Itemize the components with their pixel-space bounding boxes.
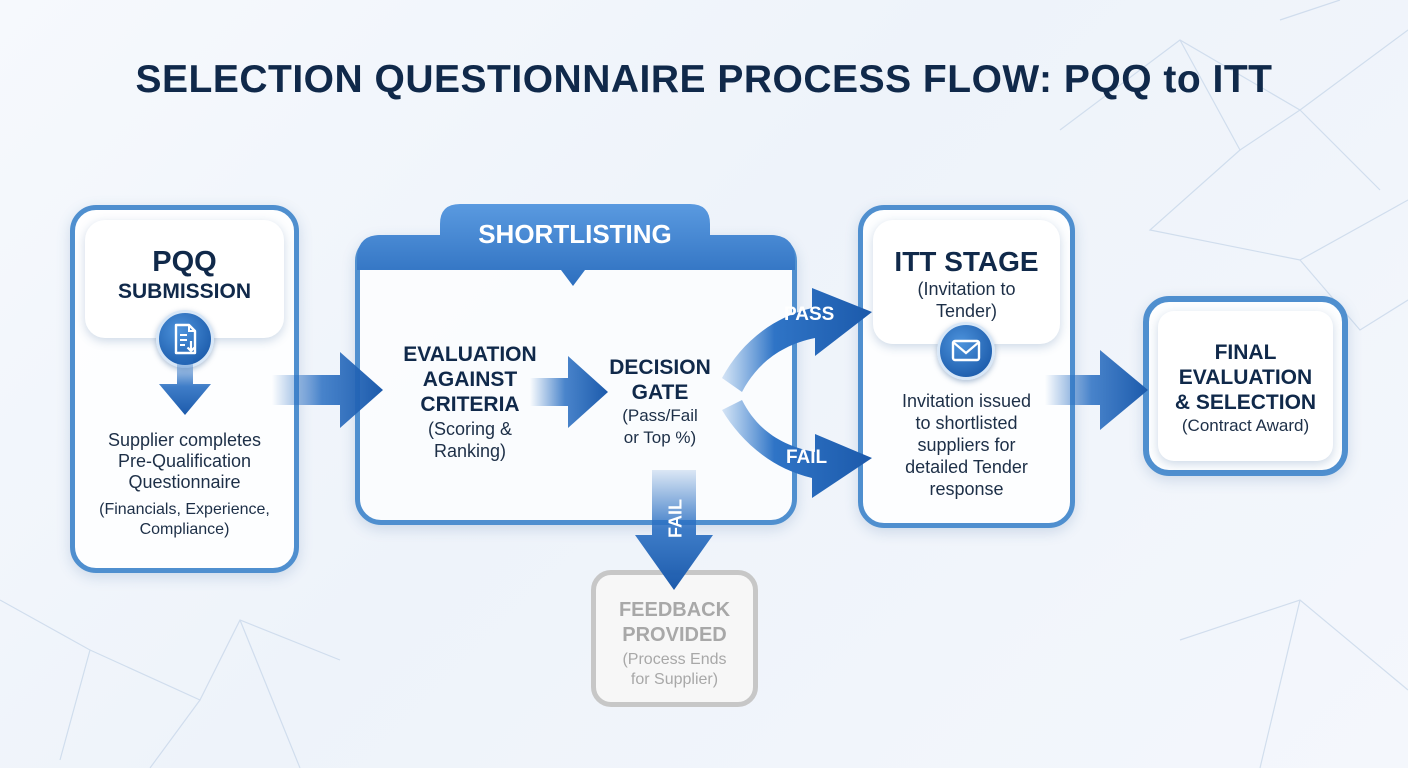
feedback-frame — [591, 570, 758, 707]
decision-gate-note: (Pass/Fail or Top %) — [600, 405, 720, 449]
feedback-line1: FEEDBACK — [618, 599, 731, 621]
feedback-note: (Process Ends for Supplier) — [591, 650, 758, 690]
evaluation-line2: AGAINST — [422, 368, 518, 391]
pqq-desc-line3: Questionnaire — [128, 472, 241, 492]
decision-note-line2: or Top %) — [623, 428, 697, 447]
evaluation-note-line1: (Scoring & — [427, 419, 513, 439]
feedback-line2: PROVIDED — [622, 624, 727, 646]
itt-desc-line4: detailed Tender — [905, 457, 1028, 477]
feedback-note-line1: (Process Ends — [622, 651, 727, 668]
arrow-fail-branch — [722, 400, 872, 498]
pqq-title-line2: SUBMISSION — [117, 280, 251, 303]
final-line2: EVALUATION — [1178, 366, 1313, 389]
arrow-itt-to-final — [1045, 350, 1148, 430]
pqq-note-line2: Compliance) — [139, 521, 230, 538]
decision-line1: DECISION — [609, 356, 711, 379]
evaluation-note: (Scoring & Ranking) — [380, 418, 560, 462]
pqq-down-arrow — [159, 358, 211, 415]
itt-title: ITT STAGE — [894, 246, 1039, 277]
feedback-heading: FEEDBACK PROVIDED — [591, 598, 758, 648]
pqq-description: Supplier completes Pre-Qualification Que… — [75, 430, 294, 493]
itt-desc-line2: to shortlisted — [915, 413, 1018, 433]
fail-down-label: FAIL — [665, 499, 686, 538]
itt-desc-line5: response — [929, 479, 1004, 499]
document-download-icon — [156, 310, 214, 368]
shortlisting-tab-label: SHORTLISTING — [478, 219, 672, 249]
final-line3: & SELECTION — [1174, 391, 1317, 414]
arrow-pass-branch — [722, 288, 872, 392]
pqq-note-line1: (Financials, Experience, — [99, 501, 270, 518]
decision-note-line1: (Pass/Fail — [622, 406, 698, 425]
pqq-desc-line1: Supplier completes — [107, 430, 262, 450]
itt-description: Invitation issued to shortlisted supplie… — [863, 390, 1070, 500]
evaluation-note-line2: Ranking) — [433, 441, 507, 461]
final-evaluation-frame: FINAL EVALUATION & SELECTION (Contract A… — [1143, 296, 1348, 476]
evaluation-line1: EVALUATION — [403, 343, 537, 366]
itt-desc-line1: Invitation issued — [901, 391, 1032, 411]
final-evaluation-card: FINAL EVALUATION & SELECTION (Contract A… — [1158, 311, 1333, 461]
itt-sub-line2: Tender) — [935, 301, 998, 321]
evaluation-line3: CRITERIA — [420, 393, 520, 416]
feedback-note-line2: for Supplier) — [630, 671, 719, 688]
pqq-title-line1: PQQ — [152, 246, 217, 278]
fail-branch-label: FAIL — [786, 447, 828, 468]
pqq-desc-line2: Pre-Qualification — [117, 451, 252, 471]
pass-label: PASS — [784, 304, 835, 325]
final-note: (Contract Award) — [1181, 416, 1310, 435]
pqq-note: (Financials, Experience, Compliance) — [75, 500, 294, 540]
final-line1: FINAL — [1214, 341, 1277, 364]
envelope-icon — [937, 322, 995, 380]
arrow-pqq-to-shortlisting — [272, 352, 383, 428]
decision-line2: GATE — [631, 381, 689, 404]
itt-desc-line3: suppliers for — [917, 435, 1016, 455]
evaluation-heading: EVALUATION AGAINST CRITERIA — [380, 342, 560, 417]
arrow-fail-down — [635, 470, 713, 590]
itt-sub-line1: (Invitation to — [917, 279, 1016, 299]
arrow-evaluation-to-decision — [530, 356, 608, 428]
page-title: SELECTION QUESTIONNAIRE PROCESS FLOW: PQ… — [135, 58, 1273, 101]
decision-gate-heading: DECISION GATE — [600, 355, 720, 405]
